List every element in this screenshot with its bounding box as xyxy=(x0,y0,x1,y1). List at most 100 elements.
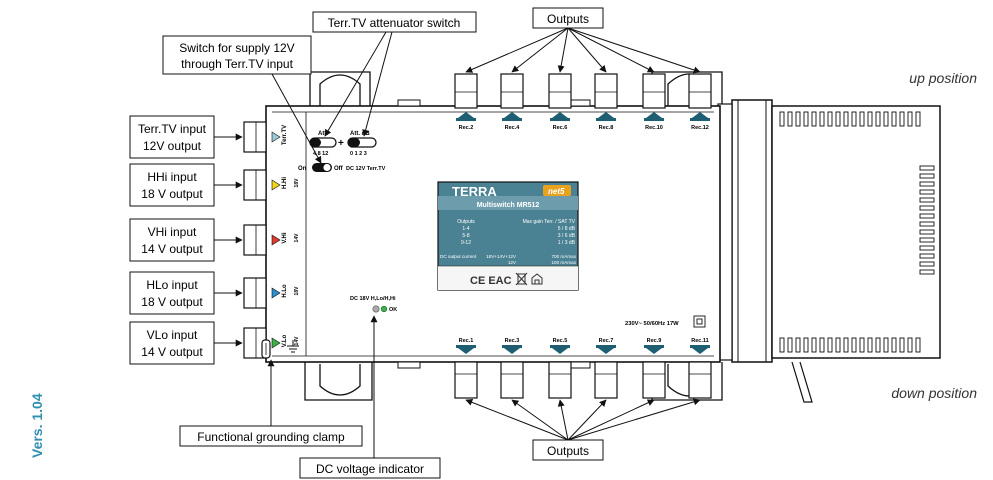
input-voltage-label: 18V xyxy=(294,178,300,188)
output-connector[interactable] xyxy=(500,361,524,399)
dc-row2-voltage: 12V xyxy=(508,260,517,265)
output-connector[interactable] xyxy=(688,73,712,109)
output-label: Rec.12 xyxy=(691,125,709,131)
indoor-use-icon xyxy=(531,273,543,285)
dc-indicator-label: DC 18V H,Lo/H,Hi xyxy=(350,296,396,302)
double-insulation-icon xyxy=(693,315,706,328)
input-callout-line2: 14 V output xyxy=(141,345,203,359)
model-label: Multiswitch MR512 xyxy=(477,202,540,209)
input-connector[interactable] xyxy=(243,121,267,153)
vent-slot xyxy=(835,337,841,353)
gain-row-outputs: 1-4 xyxy=(462,226,469,232)
output-arrow xyxy=(567,27,701,74)
output-connector[interactable] xyxy=(594,361,618,399)
output-marker xyxy=(692,112,708,118)
up-position-label: up position xyxy=(909,70,977,86)
vent-slot xyxy=(919,213,935,219)
version-label: Vers. 1.04 xyxy=(29,393,45,458)
output-label: Rec.1 xyxy=(459,338,474,344)
input-name-label: V.Lo xyxy=(282,334,288,347)
output-arrow xyxy=(465,27,569,73)
weee-icon xyxy=(515,272,528,286)
input-color-marker xyxy=(271,234,281,246)
grounding-callout-label: Functional grounding clamp xyxy=(197,430,345,444)
attenuator-callout-box xyxy=(312,11,477,33)
input-name-label: V.Hi xyxy=(282,232,288,243)
brand-label: TERRA xyxy=(452,184,497,199)
input-callout-line1: VHi input xyxy=(148,225,197,239)
output-label: Rec.4 xyxy=(505,125,521,131)
vent-slot xyxy=(919,165,935,171)
vent-slot xyxy=(811,111,817,127)
input-callout-box xyxy=(129,163,215,207)
vent-slot xyxy=(915,337,921,353)
vent-slot xyxy=(867,111,873,127)
output-arrow xyxy=(567,399,655,441)
gain-row-value: 3 / 6 dB xyxy=(558,233,576,239)
att2-label: Att. dB xyxy=(350,131,370,137)
attenuator-switch-2[interactable] xyxy=(347,137,377,148)
vent-slot xyxy=(919,221,935,227)
output-connector[interactable] xyxy=(548,73,572,109)
output-marker xyxy=(458,112,474,118)
output-arrow xyxy=(557,399,569,441)
output-arrow xyxy=(465,399,569,441)
output-connector[interactable] xyxy=(688,361,712,399)
output-marker xyxy=(598,112,614,118)
vent-slot xyxy=(859,111,865,127)
gain-header-left: Outputs xyxy=(457,219,475,225)
output-connector[interactable] xyxy=(642,73,666,109)
input-callout-line2: 18 V output xyxy=(141,295,203,309)
certification-marks: CE EAC xyxy=(470,275,512,287)
input-connector[interactable] xyxy=(243,224,267,256)
gain-row-outputs: 5-8 xyxy=(462,233,469,239)
plus-sign: + xyxy=(338,138,344,149)
input-name-label: Terr.TV xyxy=(282,125,288,145)
vent-slot xyxy=(859,337,865,353)
output-arrow xyxy=(567,27,607,73)
input-callout-line2: 12V output xyxy=(143,139,202,153)
output-marker xyxy=(458,348,474,354)
attenuator-switch-1[interactable] xyxy=(309,137,337,148)
output-marker xyxy=(598,348,614,354)
vent-slot xyxy=(851,337,857,353)
output-connector[interactable] xyxy=(642,361,666,399)
input-color-marker xyxy=(271,337,281,349)
dc-indicator-led-green xyxy=(380,305,388,313)
supply-switch-callout-line1: Switch for supply 12V xyxy=(179,41,294,55)
input-callout-line1: Terr.TV input xyxy=(138,122,207,136)
vent-slot xyxy=(803,337,809,353)
input-connector[interactable] xyxy=(243,169,267,201)
input-connector[interactable] xyxy=(243,277,267,309)
vent-slot xyxy=(899,111,905,127)
input-callout-box xyxy=(129,218,215,262)
vent-slot xyxy=(779,337,785,353)
vent-slot xyxy=(795,111,801,127)
output-connector[interactable] xyxy=(594,73,618,109)
output-connector[interactable] xyxy=(454,361,478,399)
grounding-clamp[interactable] xyxy=(261,339,271,359)
output-connector[interactable] xyxy=(500,73,524,109)
input-color-marker xyxy=(271,287,281,299)
outputs-top-callout-label: Outputs xyxy=(547,12,589,26)
vent-slot xyxy=(915,111,921,127)
input-callout-line1: HHi input xyxy=(147,170,197,184)
output-marker xyxy=(646,348,662,354)
vent-slot xyxy=(919,205,935,211)
vent-slot xyxy=(843,337,849,353)
output-marker xyxy=(504,348,520,354)
output-connector[interactable] xyxy=(548,361,572,399)
dc-indicator-led-gray xyxy=(372,305,380,313)
vent-slot xyxy=(919,189,935,195)
vent-slot xyxy=(843,111,849,127)
output-marker xyxy=(692,348,708,354)
output-marker xyxy=(552,112,568,118)
gain-row-value: 5 / 8 dB xyxy=(558,226,576,232)
output-arrow xyxy=(511,399,569,441)
dc-terr-supply-switch[interactable] xyxy=(312,163,332,172)
gain-row-outputs: 9-12 xyxy=(461,240,471,246)
ok-label: OK xyxy=(389,307,397,313)
output-connector[interactable] xyxy=(454,73,478,109)
